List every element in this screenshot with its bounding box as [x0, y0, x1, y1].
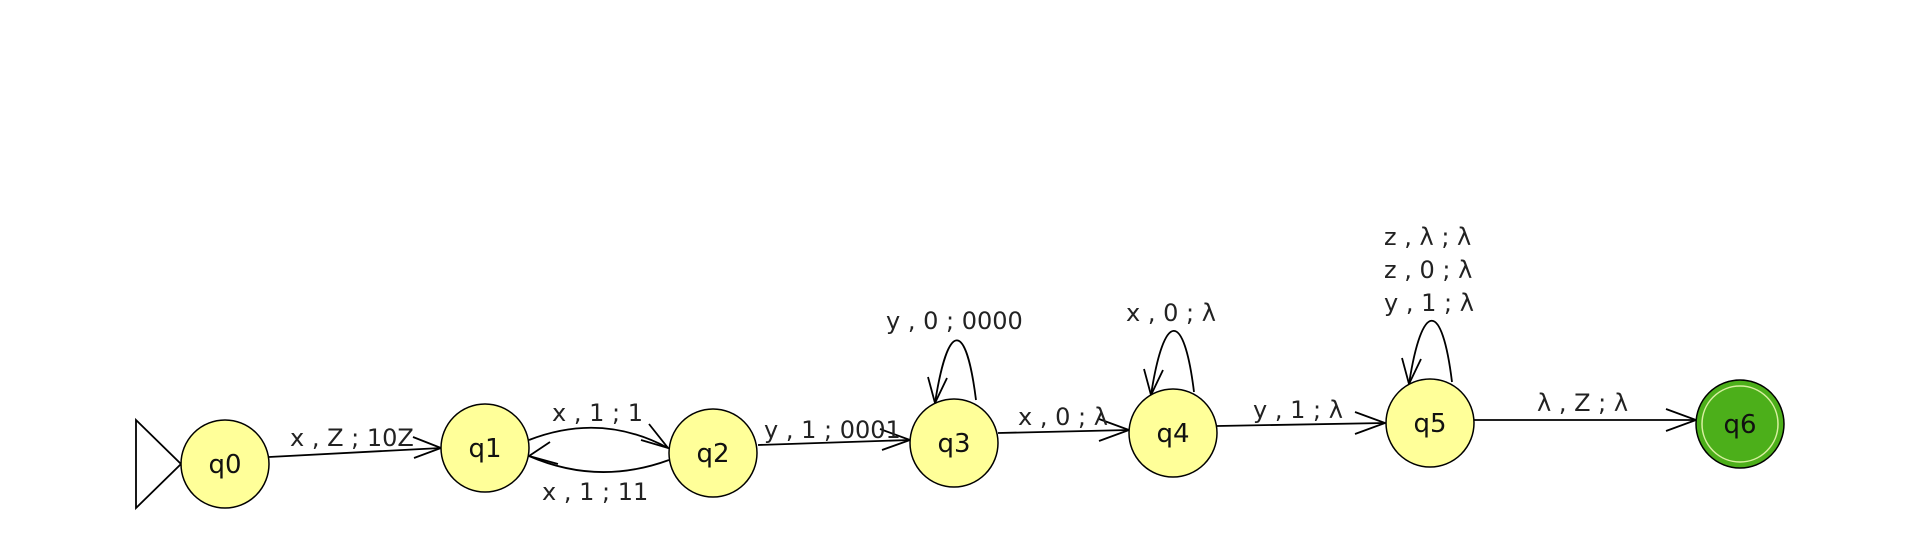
state-label-q0: q0	[208, 450, 241, 480]
state-q5[interactable]: q5	[1385, 378, 1475, 468]
state-label-q1: q1	[468, 434, 501, 464]
edge-label-q3-q4: x , 0 ; λ	[1018, 403, 1108, 431]
edge-q4-q4: x , 0 ; λ	[1126, 299, 1216, 398]
state-q3[interactable]: q3	[909, 398, 999, 488]
state-q0[interactable]: q0	[180, 419, 270, 509]
state-label-q3: q3	[937, 429, 970, 459]
edge-label-q4-q5: y , 1 ; λ	[1253, 396, 1343, 424]
initial-state-marker	[135, 417, 183, 511]
state-label-q4: q4	[1156, 419, 1189, 449]
edge-label-q5-q5-3: y , 1 ; λ	[1384, 289, 1474, 317]
state-q6-final[interactable]: q6	[1695, 379, 1785, 469]
state-label-q5: q5	[1413, 409, 1446, 439]
edge-q3-q4: x , 0 ; λ	[997, 403, 1132, 442]
state-q4[interactable]: q4	[1128, 388, 1218, 478]
state-q1[interactable]: q1	[440, 403, 530, 493]
edge-label-q5-q5-2: z , 0 ; λ	[1384, 256, 1472, 284]
state-label-q2: q2	[696, 439, 729, 469]
edge-q4-q5: y , 1 ; λ	[1216, 396, 1388, 435]
edge-label-q3-q3: y , 0 ; 0000	[886, 307, 1023, 335]
edge-label-q2-q1: x , 1 ; 11	[542, 478, 648, 506]
edge-q1-q2: x , 1 ; 1	[528, 399, 671, 450]
edge-q2-q1: x , 1 ; 11	[526, 441, 670, 506]
edge-label-q2-q3: y , 1 ; 0001	[764, 416, 901, 444]
edge-label-q5-q5-1: z , λ ; λ	[1384, 223, 1471, 251]
edge-q5-q5: z , λ ; λ z , 0 ; λ y , 1 ; λ	[1384, 223, 1474, 387]
edge-label-q0-q1: x , Z ; 10Z	[290, 424, 414, 452]
edge-label-q5-q6: λ , Z ; λ	[1537, 389, 1628, 417]
edge-q5-q6: λ , Z ; λ	[1474, 389, 1699, 432]
edge-label-q1-q2: x , 1 ; 1	[552, 399, 643, 427]
edge-q0-q1: x , Z ; 10Z	[268, 424, 444, 459]
edge-q2-q3: y , 1 ; 0001	[757, 416, 913, 451]
state-q2[interactable]: q2	[668, 408, 758, 498]
edge-q3-q3: y , 0 ; 0000	[886, 307, 1023, 406]
edge-label-q4-q4: x , 0 ; λ	[1126, 299, 1216, 327]
state-label-q6: q6	[1723, 410, 1756, 440]
